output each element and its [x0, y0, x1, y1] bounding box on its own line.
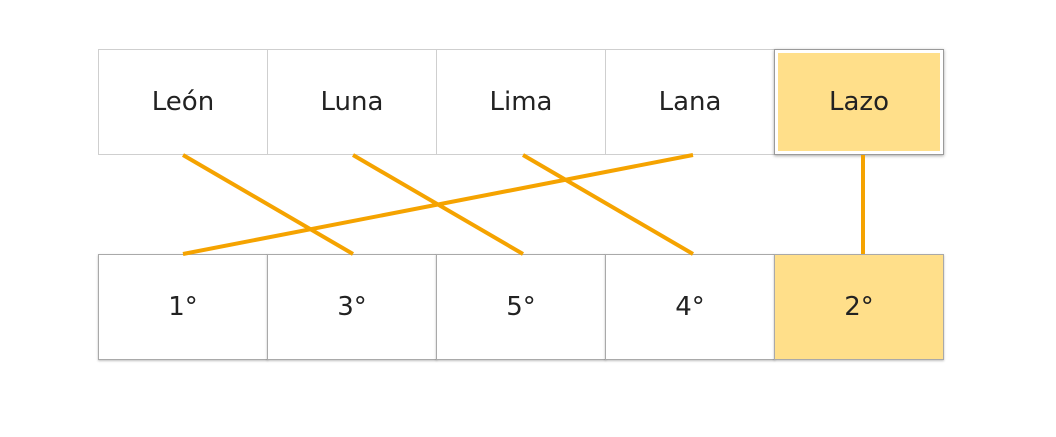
match-line: [351, 153, 525, 256]
order-row: 1° 3° 5° 4° 2°: [98, 254, 944, 360]
order-card-2[interactable]: 2°: [774, 254, 944, 360]
word-row: León Luna Lima Lana Lazo: [98, 49, 944, 155]
order-card-4[interactable]: 4°: [605, 254, 775, 360]
match-line: [521, 153, 695, 256]
match-line: [182, 153, 694, 256]
order-card-5[interactable]: 5°: [436, 254, 606, 360]
match-line: [181, 153, 355, 256]
word-card-luna[interactable]: Luna: [267, 49, 437, 155]
word-card-lima[interactable]: Lima: [436, 49, 606, 155]
order-card-3[interactable]: 3°: [267, 254, 437, 360]
word-card-lana[interactable]: Lana: [605, 49, 775, 155]
order-card-1[interactable]: 1°: [98, 254, 268, 360]
word-card-leon[interactable]: León: [98, 49, 268, 155]
word-card-lazo[interactable]: Lazo: [774, 49, 944, 155]
